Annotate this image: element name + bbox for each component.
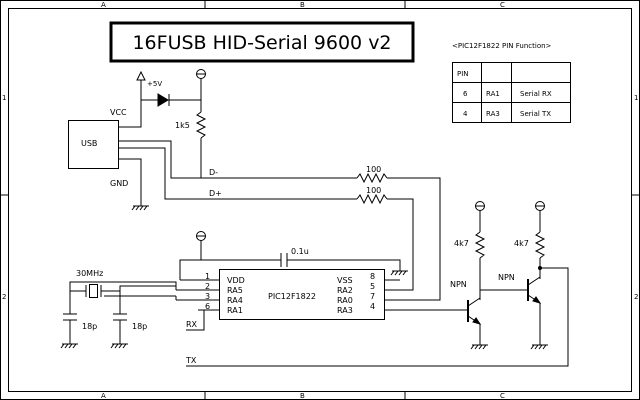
pin-table-caption: <PIC12F1822 PIN Function> xyxy=(452,42,552,50)
schematic-title: 16FUSB HID-Serial 9600 v2 xyxy=(132,32,391,54)
pin-table-header-pin: PIN xyxy=(457,70,469,78)
title-box xyxy=(109,21,415,63)
grid-col-c-bottom: C xyxy=(500,392,505,400)
grid-col-a-bottom: A xyxy=(101,392,106,400)
gnd-label: GND xyxy=(110,179,128,188)
load-capacitor-1 xyxy=(60,291,78,349)
load-capacitor-1-label: 18p xyxy=(82,322,97,331)
ic-pin-number: 1 xyxy=(205,272,210,281)
pullup-resistor-label: 1k5 xyxy=(175,121,190,130)
pin-table-cell: Serial RX xyxy=(520,90,552,98)
ic-pin-number: 5 xyxy=(370,282,375,291)
supply-5v-symbol xyxy=(136,70,146,100)
ic-pin-name: RA4 xyxy=(227,296,243,305)
npn2-collector-resistor xyxy=(534,231,546,279)
npn-transistor-2 xyxy=(527,276,548,350)
grid-row-1-right: 1 xyxy=(634,94,638,102)
ic-pin-name: RA2 xyxy=(337,286,353,295)
ic-pin-name: RA5 xyxy=(227,286,243,295)
pin-table-grid xyxy=(452,62,571,123)
ic-pin-name: RA0 xyxy=(337,296,353,305)
pullup-resistor-1k5 xyxy=(195,100,207,178)
load-capacitor-2 xyxy=(110,291,128,349)
npn1-base-resistor xyxy=(474,231,486,300)
usb-dminus-wire xyxy=(119,140,357,179)
crystal-wire-ra5 xyxy=(119,285,177,295)
pin-table-cell: RA3 xyxy=(486,110,500,118)
grid-col-a-top: A xyxy=(101,1,106,9)
decoupling-capacitor xyxy=(280,253,401,271)
series-resistor-2 xyxy=(356,193,414,291)
crystal-30mhz xyxy=(70,284,120,298)
ic-pin-number: 3 xyxy=(205,292,210,301)
grid-col-c-top: C xyxy=(500,1,505,9)
grid-row-2-right: 2 xyxy=(634,293,638,301)
ic-pin-number: 2 xyxy=(205,282,210,291)
usb-connector xyxy=(68,120,119,169)
ic-pin-number: 7 xyxy=(370,292,375,301)
series-resistor-2-label: 100 xyxy=(366,186,381,195)
pin-table-cell: 4 xyxy=(463,110,468,118)
ic-pin-number: 6 xyxy=(205,302,210,311)
crystal-label: 30MHz xyxy=(76,269,103,278)
supply-5v-label: +5V xyxy=(147,80,162,88)
ic-pin-name: RA3 xyxy=(337,306,353,315)
series-resistor-1 xyxy=(356,172,441,301)
npn2-resistor-label: 4k7 xyxy=(514,239,529,248)
ic-ground-symbol xyxy=(390,270,408,276)
ic-pin-number: 8 xyxy=(370,272,375,281)
supply-diode xyxy=(141,93,201,107)
crystal-left-wire xyxy=(69,281,177,291)
pic-ic-body xyxy=(219,269,385,320)
dminus-label: D- xyxy=(209,168,218,177)
ic-pin-name: VSS xyxy=(337,276,353,285)
ic-vdd-node-symbol xyxy=(179,231,281,281)
ic-pin-number: 4 xyxy=(370,302,375,311)
rx-label: RX xyxy=(186,320,198,329)
npn2-label: NPN xyxy=(498,273,515,282)
pic-ic-name: PIC12F1822 xyxy=(268,292,316,301)
grid-col-b-bottom: B xyxy=(300,392,305,400)
pin-table-cell: RA1 xyxy=(486,90,500,98)
rx-wire xyxy=(186,309,205,331)
series-resistor-1-label: 100 xyxy=(366,165,381,174)
tx-wire xyxy=(186,267,569,367)
npn-transistor-1 xyxy=(467,297,488,350)
usb-dplus-wire xyxy=(119,147,357,200)
dplus-label: D+ xyxy=(209,189,222,198)
npn1-label: NPN xyxy=(450,280,467,289)
grid-row-2-left: 2 xyxy=(2,293,6,301)
tx-label: TX xyxy=(185,356,197,365)
grid-col-b-top: B xyxy=(300,1,305,9)
npn1-resistor-label: 4k7 xyxy=(454,239,469,248)
pin-table-cell: Serial TX xyxy=(520,110,551,118)
npn2-collector-node-symbol xyxy=(535,201,545,232)
npn1-collector-node-symbol xyxy=(475,201,485,232)
usb-label: USB xyxy=(81,139,97,148)
vcc-wire xyxy=(119,100,142,128)
vcc-node-symbol xyxy=(196,69,206,100)
decoupling-capacitor-label: 0.1u xyxy=(291,247,309,256)
ic-pin-name: RA1 xyxy=(227,306,243,315)
usb-ground-symbol xyxy=(119,158,149,211)
pin-table-cell: 6 xyxy=(463,90,468,98)
ic-pin-name: VDD xyxy=(227,276,245,285)
load-capacitor-2-label: 18p xyxy=(132,322,147,331)
vcc-label: VCC xyxy=(110,108,127,117)
grid-row-1-left: 1 xyxy=(2,94,6,102)
